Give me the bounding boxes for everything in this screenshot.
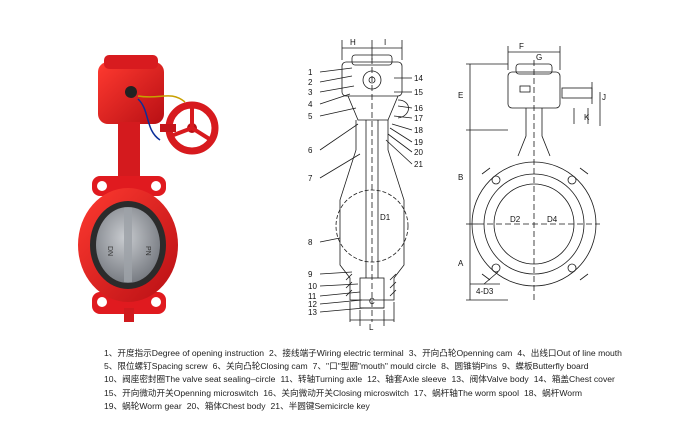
parts-legend: 1、开度指示Degree of opening instruction 2、接线端… — [104, 347, 689, 413]
dim-i: I — [384, 38, 386, 47]
callout-19: 19 — [414, 138, 423, 147]
face-mark-dn: DN — [106, 246, 113, 256]
callout-17: 17 — [414, 114, 423, 123]
callout-13: 13 — [308, 308, 317, 317]
dim-f: F — [519, 42, 524, 51]
callout-6: 6 — [308, 146, 313, 155]
legend-item-2: 2、接线端子Wiring electric terminal — [269, 348, 404, 358]
legend-item-15: 15、开向微动开关Openning microswitch — [104, 387, 259, 398]
callout-1: 1 — [308, 68, 313, 77]
valve-neck — [118, 122, 140, 184]
legend-row: 1、开度指示Degree of opening instruction 2、接线端… — [104, 347, 689, 360]
valve-photo: DN PN — [78, 55, 219, 322]
callout-12: 12 — [308, 300, 317, 309]
dim-holes: 4-D3 — [476, 287, 494, 296]
wire-yellow — [137, 95, 186, 103]
callout-9: 9 — [308, 270, 313, 279]
callout-11: 11 — [308, 292, 317, 301]
dim-j: J — [602, 93, 606, 102]
dim-b: B — [458, 173, 463, 182]
legend-item-17: 17、蜗杆轴The worm spool — [413, 387, 519, 398]
callout-18: 18 — [414, 126, 423, 135]
section-view — [319, 40, 413, 326]
callout-3: 3 — [308, 88, 313, 97]
dim-d1: D1 — [380, 213, 391, 222]
legend-row: 15、开向微动开关Openning microswitch 16、关向微动开关Cl… — [104, 387, 689, 400]
handwheel — [160, 101, 219, 155]
legend-item-20: 20、箱体Chest body — [186, 400, 266, 411]
legend-item-14: 14、箱盖Chest cover — [533, 374, 615, 385]
legend-item-16: 16、关向微动开关Closing microswitch — [263, 387, 409, 398]
legend-item-9: 9、蝶板Butterfly board — [502, 361, 589, 372]
legend-item-11: 11、转轴Turning axle — [280, 374, 363, 385]
callout-4: 4 — [308, 100, 313, 109]
callout-20: 20 — [414, 148, 423, 157]
callout-16: 16 — [414, 104, 423, 113]
legend-item-1: 1、开度指示Degree of opening instruction — [104, 348, 265, 358]
legend-item-3: 3、开向凸轮Openning cam — [408, 348, 513, 358]
legend-item-21: 21、半圆键Semicircle key — [270, 400, 370, 411]
dim-l: L — [369, 323, 374, 332]
legend-item-5: 5、限位螺钉Spacing screw — [104, 361, 208, 372]
dim-e: E — [458, 91, 463, 100]
callout-8: 8 — [308, 238, 313, 247]
callout-10: 10 — [308, 282, 317, 291]
dim-a: A — [458, 259, 464, 268]
callout-21: 21 — [414, 160, 423, 169]
legend-item-13: 13、阀体Valve body — [451, 374, 529, 385]
dim-h: H — [350, 38, 356, 47]
indicator-knob — [125, 86, 137, 98]
legend-item-8: 8、圆锥销Pins — [441, 361, 498, 372]
callout-15: 15 — [414, 88, 423, 97]
gearbox-cap — [104, 55, 158, 69]
legend-item-4: 4、出线口Out of line mouth — [517, 348, 622, 358]
callout-14: 14 — [414, 74, 423, 83]
dim-g: G — [536, 53, 542, 62]
dim-d4: D4 — [547, 215, 558, 224]
legend-item-12: 12、轴套Axle sleeve — [367, 374, 447, 385]
callout-2: 2 — [308, 78, 313, 87]
wire-blue — [137, 98, 161, 141]
diagram-canvas: DN PN — [78, 38, 606, 332]
dim-c: C — [369, 297, 375, 306]
legend-item-18: 18、蜗杆Worm — [524, 387, 583, 398]
legend-row: 10、阀座密封圈The valve seat sealing–circle 11、… — [104, 373, 689, 386]
legend-row: 5、限位螺钉Spacing screw 6、关向凸轮Closing cam 7、"口… — [104, 360, 689, 373]
legend-item-7: 7、"口"型圈"mouth" mould circle — [312, 361, 437, 372]
dim-d2: D2 — [510, 215, 521, 224]
callout-5: 5 — [308, 112, 313, 121]
top-lugs — [92, 176, 166, 196]
face-mark-pn: PN — [144, 246, 151, 256]
front-elevation — [466, 46, 601, 301]
legend-item-10: 10、阀座密封圈The valve seat sealing–circle — [104, 374, 276, 385]
legend-row: 19、蜗轮Worm gear 20、箱体Chest body 21、半圆键Semic… — [104, 400, 689, 413]
legend-item-6: 6、关向凸轮Closing cam — [212, 361, 308, 372]
dim-k: K — [584, 113, 590, 122]
callout-7: 7 — [308, 174, 313, 183]
legend-item-19: 19、蜗轮Worm gear — [104, 400, 182, 411]
